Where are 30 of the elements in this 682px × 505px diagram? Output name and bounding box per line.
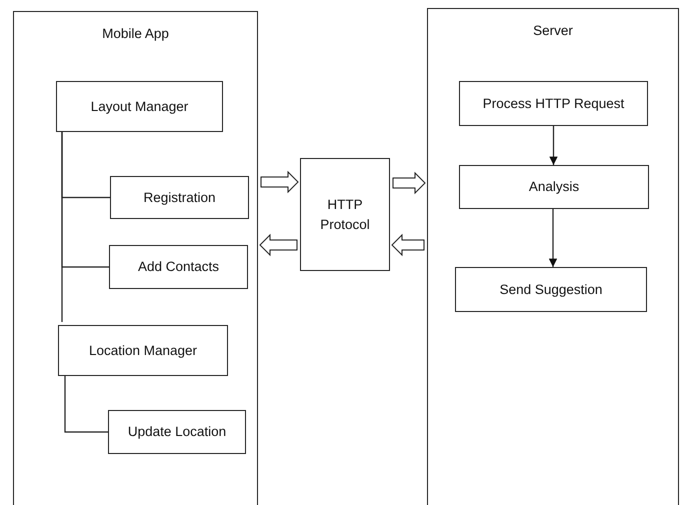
box-label: Update Location [126, 423, 228, 442]
block-arrow [391, 234, 424, 256]
arrow [548, 209, 558, 267]
box-label: Add Contacts [136, 258, 220, 276]
process-box [58, 325, 228, 376]
box-label: Send Suggestion [498, 280, 604, 299]
group-title: Mobile App [101, 25, 170, 43]
block-arrow [259, 234, 298, 256]
process-box [455, 267, 647, 312]
arrow [549, 126, 558, 165]
process-box [110, 176, 249, 219]
box-label: HTTP Protocol [319, 196, 371, 234]
block-arrow [260, 170, 299, 194]
group-title: Server [532, 22, 574, 40]
process-box [459, 81, 648, 126]
container-box [13, 11, 258, 505]
process-box [300, 158, 390, 271]
container-box [427, 8, 679, 505]
box-label: Location Manager [88, 342, 198, 360]
process-box [109, 245, 248, 289]
connector-line [61, 132, 63, 322]
box-label: Layout Manager [90, 98, 190, 116]
block-arrow [392, 172, 426, 194]
box-label: Registration [142, 188, 217, 207]
process-box [56, 81, 223, 132]
process-box [108, 410, 246, 454]
process-box [459, 165, 649, 209]
box-label: Process HTTP Request [482, 94, 626, 113]
box-label: Analysis [528, 178, 580, 196]
connector-line [64, 376, 108, 433]
